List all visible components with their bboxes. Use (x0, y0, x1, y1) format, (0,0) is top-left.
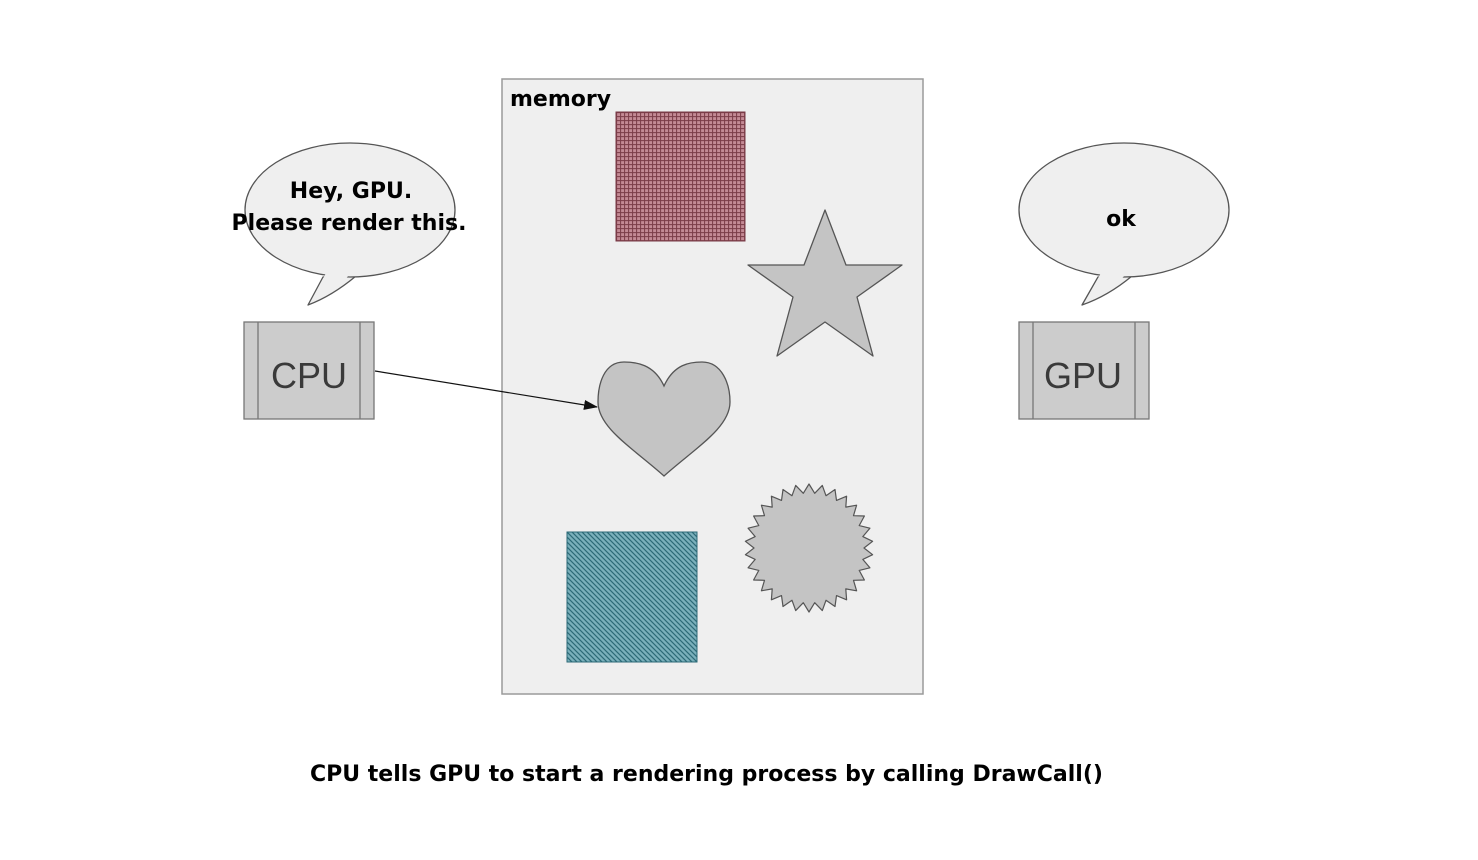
cpu-speech-line-1: Hey, GPU. (290, 179, 412, 204)
gpu-speech-bubble: ok (1018, 142, 1230, 306)
gpu-chip: GPU (1018, 321, 1150, 420)
star-shape (747, 209, 903, 357)
cpu-label: CPU (271, 355, 347, 396)
starburst-shape (744, 483, 874, 613)
memory-label: memory (510, 87, 611, 112)
teal-hatched-square (566, 531, 698, 663)
pink-grid-square (615, 111, 746, 242)
gpu-label: GPU (1044, 355, 1122, 396)
heart-shape (597, 361, 731, 477)
cpu-chip: CPU (243, 321, 375, 420)
diagram-caption: CPU tells GPU to start a rendering proce… (310, 762, 1103, 787)
gpu-speech-text: ok (1106, 207, 1137, 232)
cpu-speech-line-2: Please render this. (232, 211, 467, 236)
cpu-to-heart-arrow (374, 370, 598, 410)
cpu-speech-bubble: Hey, GPU. Please render this. (232, 142, 467, 306)
